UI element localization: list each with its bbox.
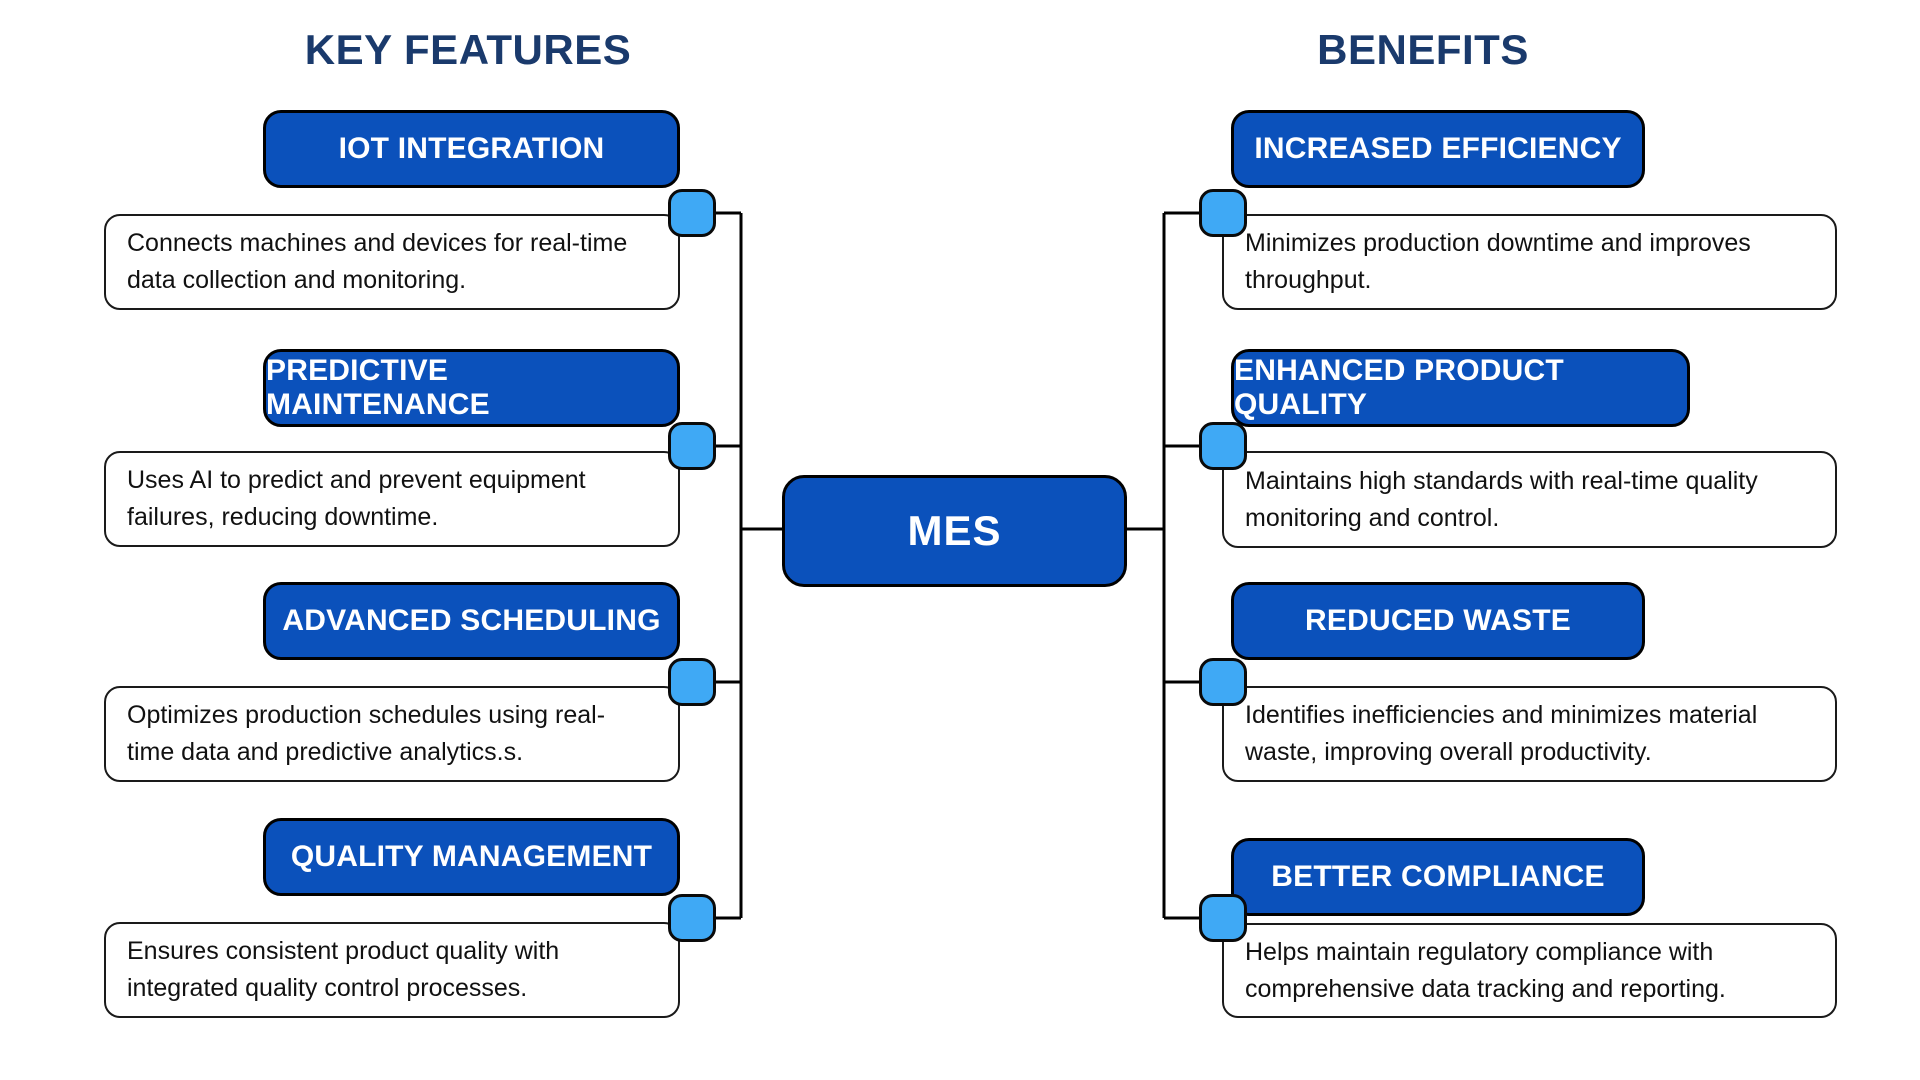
benefit-description-text: Helps maintain regulatory compliance wit… [1245,937,1726,1003]
benefit-description-increased-efficiency: Minimizes production downtime and improv… [1222,214,1837,310]
feature-header-predictive-maintenance: PREDICTIVE MAINTENANCE [263,349,680,427]
connector-node [668,189,716,237]
feature-description-text: Uses AI to predict and prevent equipment… [127,466,586,531]
feature-description-text: Optimizes production schedules using rea… [127,701,606,766]
benefit-header-label: INCREASED EFFICIENCY [1254,132,1622,165]
feature-description-predictive-maintenance: Uses AI to predict and prevent equipment… [104,451,680,547]
connector-node [1199,894,1247,942]
connector-node [668,894,716,942]
feature-header-label: ADVANCED SCHEDULING [282,604,661,637]
benefit-description-enhanced-product-quality: Maintains high standards with real-time … [1222,451,1837,548]
benefit-description-better-compliance: Helps maintain regulatory compliance wit… [1222,923,1837,1018]
feature-header-quality-management: QUALITY MANAGEMENT [263,818,680,896]
mes-center-node: MES [782,475,1127,587]
feature-header-iot-integration: IOT INTEGRATION [263,110,680,188]
benefit-description-text: Identifies inefficiencies and minimizes … [1245,701,1758,766]
feature-description-text: Ensures consistent product quality with … [127,937,560,1002]
benefit-description-text: Maintains high standards with real-time … [1245,466,1758,532]
benefit-header-reduced-waste: REDUCED WASTE [1231,582,1645,660]
mes-label: MES [907,507,1002,554]
benefits-title: BENEFITS [1317,26,1529,73]
benefit-header-better-compliance: BETTER COMPLIANCE [1231,838,1645,916]
benefit-description-text: Minimizes production downtime and improv… [1245,229,1751,294]
connector-node [668,422,716,470]
benefit-header-increased-efficiency: INCREASED EFFICIENCY [1231,110,1645,188]
benefit-header-enhanced-product-quality: ENHANCED PRODUCT QUALITY [1231,349,1690,427]
key-features-title: KEY FEATURES [304,26,632,73]
feature-description-iot-integration: Connects machines and devices for real-t… [104,214,680,310]
connector-node [668,658,716,706]
connector-node [1199,422,1247,470]
feature-header-label: PREDICTIVE MAINTENANCE [266,354,490,421]
feature-header-label: QUALITY MANAGEMENT [290,840,653,873]
benefit-header-label: REDUCED WASTE [1305,604,1571,637]
feature-description-advanced-scheduling: Optimizes production schedules using rea… [104,686,680,782]
connector-node [1199,189,1247,237]
benefit-header-label: BETTER COMPLIANCE [1271,860,1605,893]
feature-description-text: Connects machines and devices for real-t… [127,229,628,294]
feature-description-quality-management: Ensures consistent product quality with … [104,922,680,1018]
benefit-description-reduced-waste: Identifies inefficiencies and minimizes … [1222,686,1837,782]
benefit-header-label: ENHANCED PRODUCT QUALITY [1234,354,1564,421]
feature-header-label: IOT INTEGRATION [338,132,605,165]
feature-header-advanced-scheduling: ADVANCED SCHEDULING [263,582,680,660]
connector-node [1199,658,1247,706]
